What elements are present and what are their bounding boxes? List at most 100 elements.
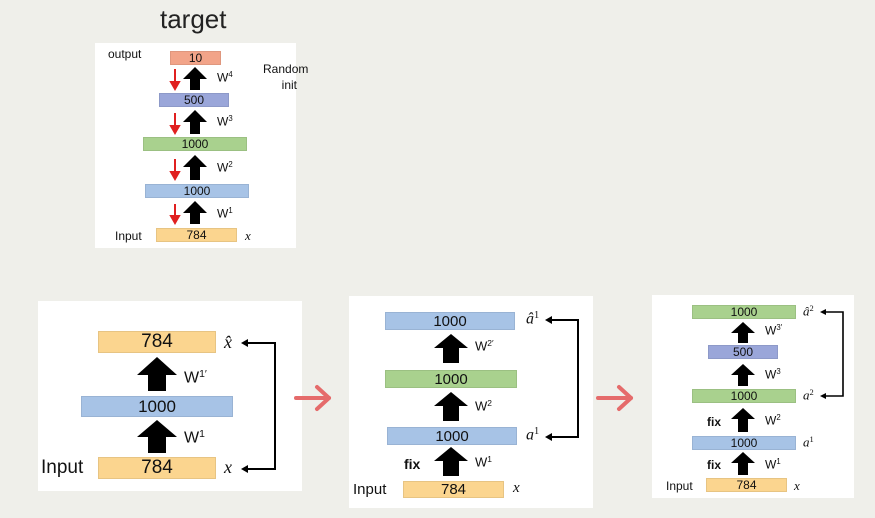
down-arrow-icon <box>169 125 181 136</box>
down-arrow-icon <box>169 171 181 182</box>
target-input-label: Input <box>115 229 142 243</box>
autoencoder-panel-3: 1000 500 1000 1000 784 Input fix fix W3′… <box>652 295 854 498</box>
up-arrow-icon <box>183 155 207 180</box>
arrowhead-icon <box>820 393 826 399</box>
first-layer-bar: 1000 <box>692 436 796 450</box>
arrowhead-icon <box>820 309 826 315</box>
input-label: Input <box>41 457 84 478</box>
hidden-value: 1000 <box>434 370 468 388</box>
panel-3-arrows <box>731 309 844 475</box>
down-arrow-icon <box>169 81 181 92</box>
autoencoder-panel-1: 784 1000 784 Input W1′ W1 x̂ x <box>38 301 302 491</box>
layer-1000-blue-value: 1000 <box>183 184 211 198</box>
input-layer-bar: 784 <box>403 481 504 498</box>
reconstruction-value: 1000 <box>433 312 467 330</box>
first-layer-value: 1000 <box>435 427 469 445</box>
layer-1000-blue-bar: 1000 <box>145 184 249 198</box>
input-layer-bar: 784 <box>156 228 237 242</box>
fix-label-1: fix <box>707 458 722 472</box>
reconstruction-value: 784 <box>141 331 173 352</box>
up-arrow-icon <box>137 420 177 453</box>
hidden-layer-bar: 1000 <box>385 370 517 388</box>
weight-w2-label: W2 <box>765 413 781 428</box>
first-layer-value: 1000 <box>730 436 758 450</box>
autoencoder-panel-2: 1000 1000 1000 784 Input fix W2′ W2 W1 â… <box>349 296 593 508</box>
output-label: output <box>108 47 142 61</box>
weight-w1-prime-label: W1′ <box>184 369 207 387</box>
arrowhead-icon <box>545 433 552 441</box>
target-panel: output Random init 10 500 1000 1000 784 … <box>95 43 308 248</box>
panel-2-arrows <box>434 316 579 476</box>
up-arrow-icon <box>183 110 207 134</box>
first-layer-bar: 1000 <box>387 427 517 445</box>
reconstruction-value: 1000 <box>730 305 758 319</box>
reconstruction-layer-bar: 1000 <box>692 305 796 319</box>
target-x-symbol: x <box>245 228 251 243</box>
layer-500-value: 500 <box>183 93 205 107</box>
a-1-symbol: a1 <box>526 426 540 444</box>
panel-1-arrows <box>137 339 276 473</box>
output-layer-bar: 10 <box>170 51 221 65</box>
x-symbol: x <box>513 480 520 496</box>
x-symbol: x <box>794 478 800 493</box>
weight-w3-prime-label: W3′ <box>765 323 783 338</box>
layer-1000-green-value: 1000 <box>181 137 209 151</box>
right-arrow-icon <box>294 385 331 411</box>
a-hat-1-symbol: â1 <box>526 310 540 328</box>
input-value: 784 <box>736 478 757 492</box>
input-value: 784 <box>141 457 173 478</box>
weight-w2-label: W2 <box>475 398 492 414</box>
fix-label: fix <box>404 456 421 472</box>
reconstruction-layer-bar: 1000 <box>385 312 515 330</box>
page-title: target <box>160 4 227 34</box>
weight-w3-label: W3 <box>217 114 233 129</box>
input-layer-value: 784 <box>186 228 207 242</box>
right-arrow-icon <box>596 385 633 411</box>
fix-label-2: fix <box>707 415 722 429</box>
input-layer-bar: 784 <box>706 478 787 492</box>
weight-w1-label: W1 <box>765 457 781 472</box>
weight-w1-label: W1 <box>217 206 233 221</box>
layer-1000-green-bar: 1000 <box>143 137 247 151</box>
hidden-value: 1000 <box>138 396 176 416</box>
input-label: Input <box>353 481 387 498</box>
up-arrow-icon <box>434 334 468 363</box>
up-arrow-icon <box>137 357 177 391</box>
x-symbol: x <box>224 457 232 477</box>
up-arrow-icon <box>183 201 207 224</box>
up-arrow-icon <box>731 322 755 343</box>
layer-500-bar: 500 <box>708 345 778 359</box>
target-arrows <box>169 67 207 226</box>
weight-w3-label: W3 <box>765 367 781 382</box>
input-layer-bar: 784 <box>98 457 216 479</box>
up-arrow-icon <box>731 364 755 386</box>
hidden-layer-bar: 1000 <box>81 396 233 417</box>
reconstruction-layer-bar: 784 <box>98 331 216 353</box>
arrowhead-icon <box>241 339 248 347</box>
input-value: 784 <box>440 481 467 498</box>
reconstruction-bracket <box>243 342 276 470</box>
layer-500-value: 500 <box>732 345 754 359</box>
second-layer-bar: 1000 <box>692 389 796 403</box>
weight-w4-label: W4 <box>217 70 233 85</box>
a-hat-2-symbol: â2 <box>803 303 814 319</box>
up-arrow-icon <box>731 408 755 432</box>
a-2-symbol: a2 <box>803 387 814 403</box>
arrowhead-icon <box>241 465 248 473</box>
input-label: Input <box>666 479 693 493</box>
x-hat-symbol: x̂ <box>224 332 232 352</box>
a-1-symbol: a1 <box>803 434 814 450</box>
reconstruction-bracket <box>549 319 579 438</box>
reconstruction-bracket <box>824 311 844 397</box>
up-arrow-icon <box>434 447 468 476</box>
second-layer-value: 1000 <box>730 389 758 403</box>
layer-500-bar: 500 <box>159 93 229 107</box>
weight-w2-label: W2 <box>217 160 233 175</box>
arrowhead-icon <box>545 316 552 324</box>
up-arrow-icon <box>434 392 468 421</box>
up-arrow-icon <box>731 452 755 475</box>
output-layer-value: 10 <box>188 51 203 65</box>
up-arrow-icon <box>183 67 207 90</box>
weight-w1-label: W1 <box>184 429 205 447</box>
